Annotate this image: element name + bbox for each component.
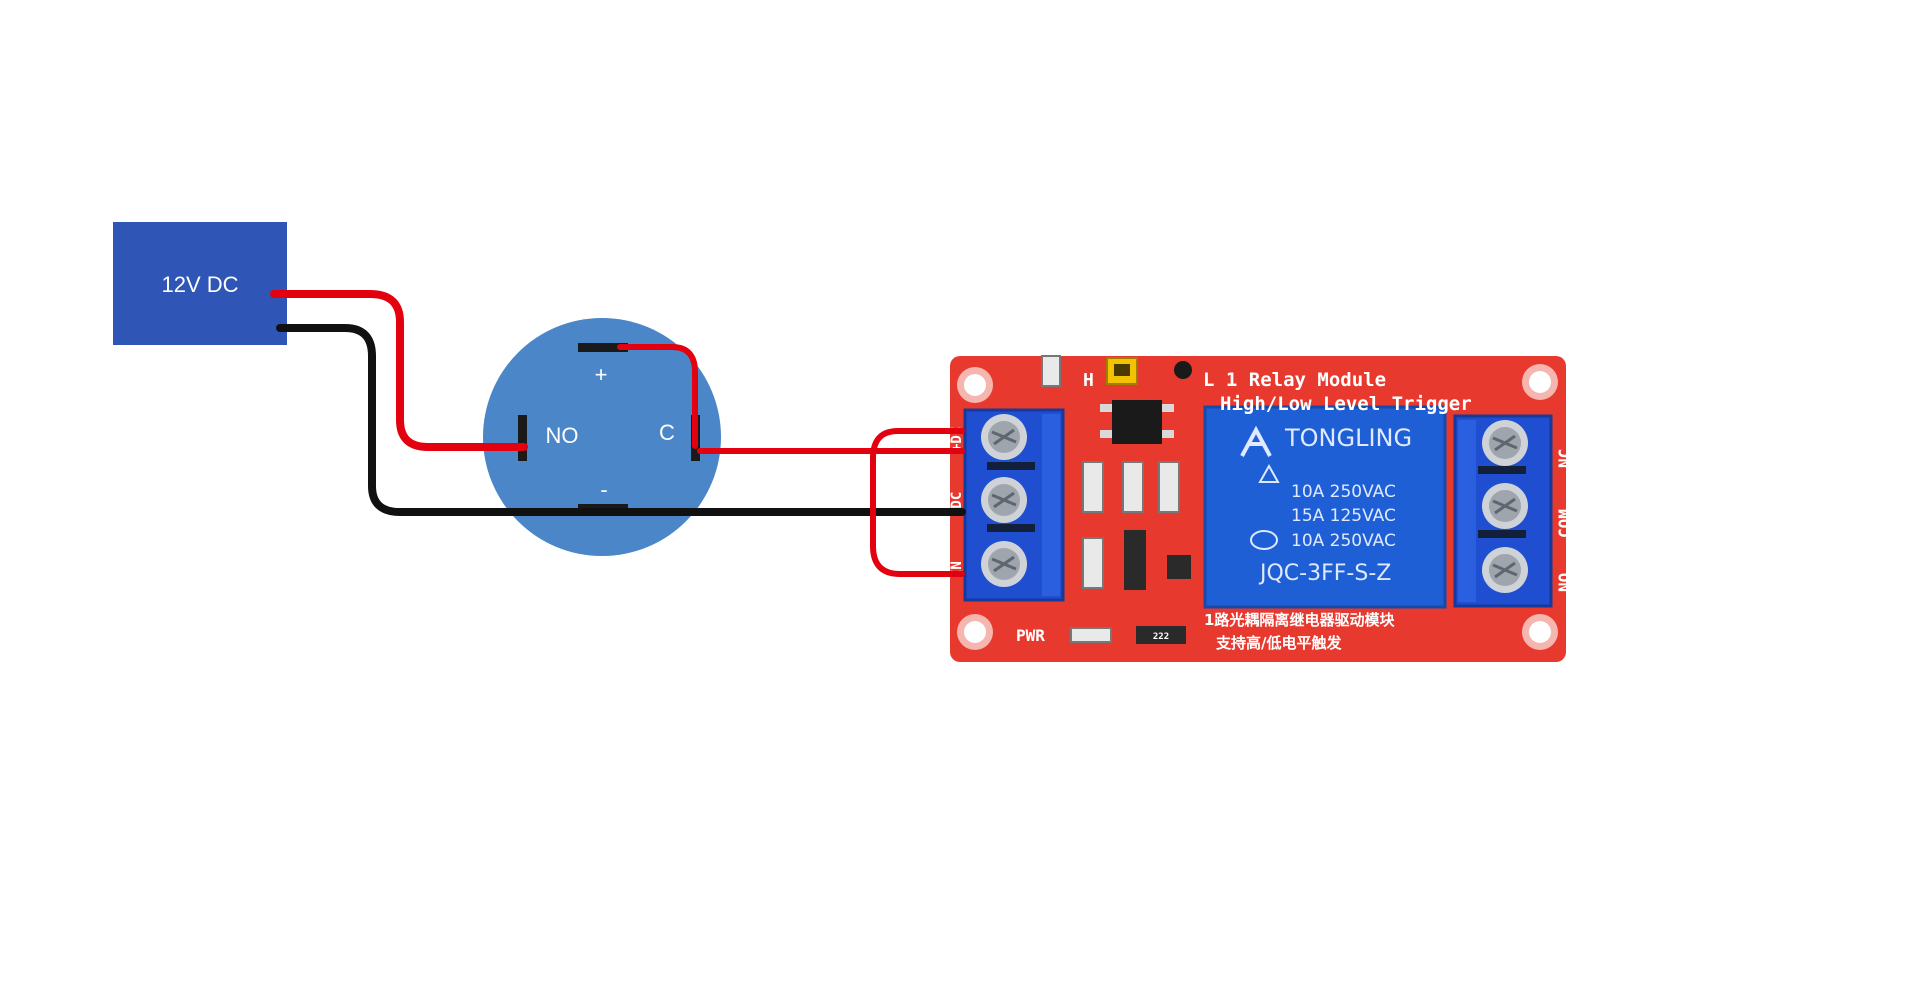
- optocoupler-chip: [1100, 400, 1174, 444]
- warning-triangle-icon: [1258, 463, 1280, 483]
- relay-cube: TONGLING 10A 250VAC 15A 125VAC 10A 250VA…: [1203, 405, 1447, 609]
- input-terminal-block: [963, 408, 1065, 602]
- screw-icon: [981, 477, 1027, 523]
- switch-terminal-no: [518, 415, 527, 461]
- switch-c-label: C: [659, 420, 675, 445]
- module-cn-line2: 支持高/低电平触发: [1215, 634, 1342, 652]
- relay-rating-1: 10A 250VAC: [1291, 482, 1396, 502]
- relay-rating-2: 15A 125VAC: [1291, 506, 1396, 526]
- mounting-holes: [957, 364, 1558, 650]
- switch-minus-label: -: [600, 477, 607, 502]
- relay-model: JQC-3FF-S-Z: [1258, 561, 1391, 586]
- switch-body: [483, 318, 721, 556]
- power-supply: 12V DC: [113, 222, 287, 345]
- output-label-no: NO: [1555, 573, 1574, 592]
- wires: [270, 290, 966, 577]
- switch-no-label: NO: [546, 423, 579, 448]
- cqc-mark-icon: [1250, 530, 1278, 550]
- output-label-com: COM: [1555, 509, 1574, 538]
- relay-brand: TONGLING: [1284, 424, 1412, 452]
- positive-wire-psu-to-no: [270, 290, 528, 451]
- module-cn-line1: 1路光耦隔离继电器驱动模块: [1204, 611, 1395, 629]
- switch-terminal-plus: [578, 343, 628, 352]
- screw-icon: [1482, 420, 1528, 466]
- output-terminal-block: [1453, 414, 1553, 608]
- pwr-label: PWR: [1016, 626, 1045, 645]
- smd-components: [1041, 355, 1191, 644]
- tongling-logo-icon: [1240, 425, 1272, 457]
- relay-module: +DC -DC IN NC COM NO TONGLING 10A 250VAC…: [949, 355, 1574, 662]
- screw-icon: [1482, 483, 1528, 529]
- switch-plus-label: +: [595, 362, 608, 387]
- screw-icon: [981, 414, 1027, 460]
- output-label-nc: NC: [1555, 449, 1574, 468]
- negative-wire: [276, 324, 966, 516]
- screw-icon: [1482, 547, 1528, 593]
- trigger-jumper: [1106, 357, 1192, 385]
- relay-jumper-wire: [870, 428, 965, 577]
- screw-icon: [981, 541, 1027, 587]
- module-title-line1: L 1 Relay Module: [1203, 369, 1386, 391]
- module-title-line2: High/Low Level Trigger: [1220, 393, 1472, 415]
- power-supply-label: 12V DC: [161, 272, 238, 297]
- switch-plus-wire: [617, 344, 698, 449]
- jumper-h-label: H: [1083, 370, 1094, 391]
- resistor-code-label: 222: [1153, 632, 1169, 642]
- relay-rating-3: 10A 250VAC: [1291, 531, 1396, 551]
- power-supply-box: [113, 222, 287, 345]
